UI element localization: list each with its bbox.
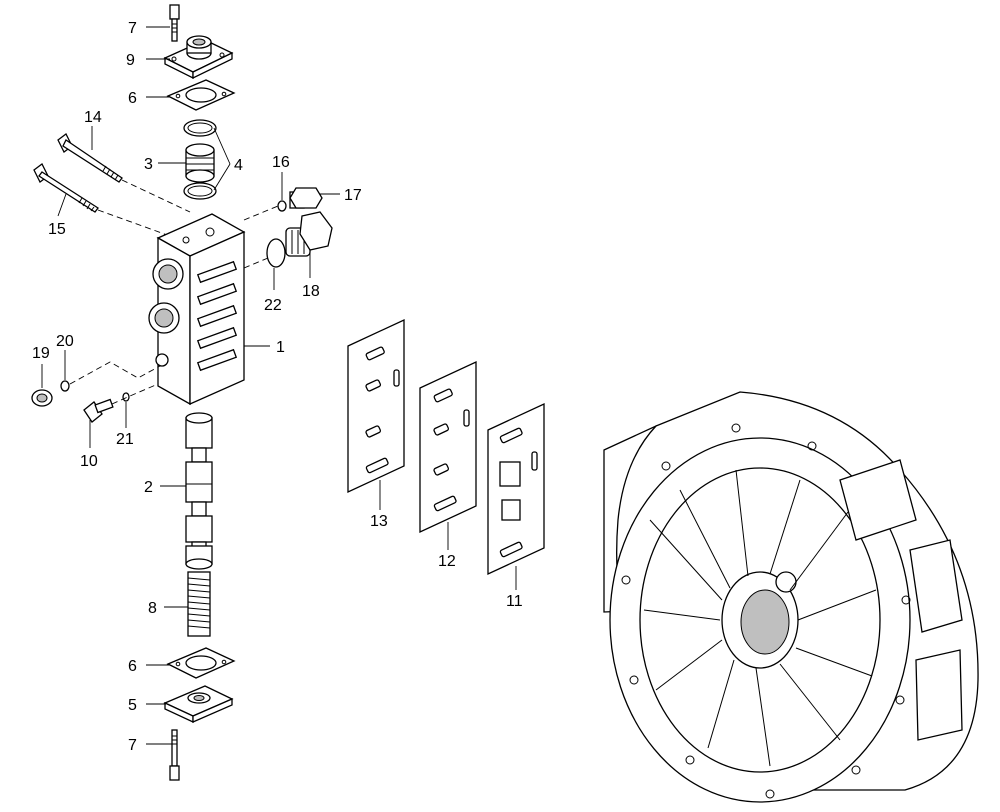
callout-22: 22	[264, 297, 282, 314]
plug-17-part	[289, 187, 323, 209]
callout-8: 8	[148, 600, 157, 617]
callout-20: 20	[56, 333, 74, 350]
o-ring-22-part	[266, 238, 286, 268]
transmission-housing-part	[603, 391, 979, 803]
callout-18: 18	[302, 283, 320, 300]
callout-19: 19	[32, 345, 50, 362]
piston-part	[185, 143, 215, 183]
callout-21: 21	[116, 431, 134, 448]
callout-15: 15	[48, 221, 66, 238]
callout-5: 5	[128, 697, 137, 714]
gasket-plate-12-part	[419, 360, 477, 534]
callout-11: 11	[506, 593, 523, 610]
callout-9: 9	[126, 52, 135, 69]
cover-plate-top-part	[163, 35, 234, 80]
fitting-10-part	[83, 398, 114, 423]
gasket-top-part	[166, 79, 236, 111]
callout-10: 10	[80, 453, 98, 470]
callout-14: 14	[84, 109, 102, 126]
plug-18-part	[285, 211, 333, 257]
bolt-top-part	[169, 4, 180, 42]
callout-7-top: 7	[128, 20, 137, 37]
callout-16: 16	[272, 154, 290, 171]
callout-12: 12	[438, 553, 456, 570]
callout-labels: 7 9 6 14 3 4 16 17 15 22 18 1 19 20 21 1…	[32, 20, 523, 754]
o-ring-20-part	[60, 380, 70, 392]
callout-3: 3	[144, 156, 153, 173]
o-ring-21-part	[122, 392, 130, 402]
callout-4: 4	[234, 157, 243, 174]
cover-plate-bottom-part	[163, 685, 234, 724]
callout-1: 1	[276, 339, 285, 356]
plug-19-part	[31, 389, 53, 407]
callout-6-bottom: 6	[128, 658, 137, 675]
long-bolt-15-part	[33, 163, 99, 213]
callout-17: 17	[344, 187, 362, 204]
o-ring-upper-part	[183, 119, 217, 137]
callout-6-top: 6	[128, 90, 137, 107]
valve-body-part	[148, 213, 246, 406]
gasket-plate-13-part	[347, 318, 405, 494]
spring-part	[187, 571, 211, 637]
gasket-plate-11-part	[487, 402, 545, 576]
o-ring-16-part	[277, 200, 287, 212]
leader-lines	[41, 26, 517, 745]
gasket-bottom-part	[166, 647, 236, 679]
callout-13: 13	[370, 513, 388, 530]
callout-2: 2	[144, 479, 153, 496]
spool-part	[185, 412, 213, 570]
long-bolt-14-part	[57, 133, 123, 183]
o-ring-lower-part	[183, 182, 217, 200]
bolt-bottom-part	[169, 729, 180, 781]
callout-7-bottom: 7	[128, 737, 137, 754]
